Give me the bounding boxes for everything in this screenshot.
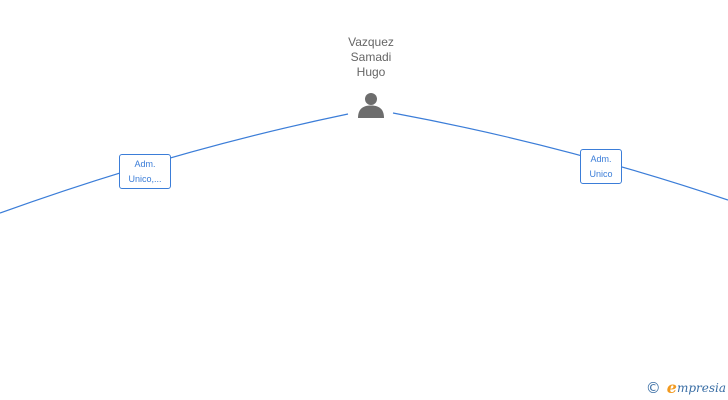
link-line-left bbox=[0, 113, 349, 214]
role-box-left[interactable]: Adm. Unico,... bbox=[119, 154, 171, 189]
brand-logo-text: mpresia bbox=[676, 380, 726, 395]
brand-logo-initial: e bbox=[666, 378, 677, 397]
copyright-icon: © bbox=[645, 378, 661, 397]
role-right-line1: Adm. bbox=[590, 154, 612, 164]
role-box-right[interactable]: Adm. Unico bbox=[580, 149, 622, 184]
person-name-line2: Samadi bbox=[350, 50, 392, 64]
person-node[interactable]: Vazquez Samadi Hugo bbox=[331, 35, 411, 119]
person-name-line3: Hugo bbox=[356, 65, 386, 79]
role-right-line2: Unico bbox=[589, 169, 613, 179]
role-left-line1: Adm. bbox=[134, 159, 156, 169]
link-line-right bbox=[392, 112, 728, 201]
person-name: Vazquez Samadi Hugo bbox=[331, 35, 411, 80]
person-name-line1: Vazquez bbox=[348, 35, 394, 49]
person-icon bbox=[358, 93, 384, 118]
empresia-watermark: © e mpresia bbox=[646, 378, 726, 397]
role-left-line2: Unico,... bbox=[128, 174, 162, 184]
